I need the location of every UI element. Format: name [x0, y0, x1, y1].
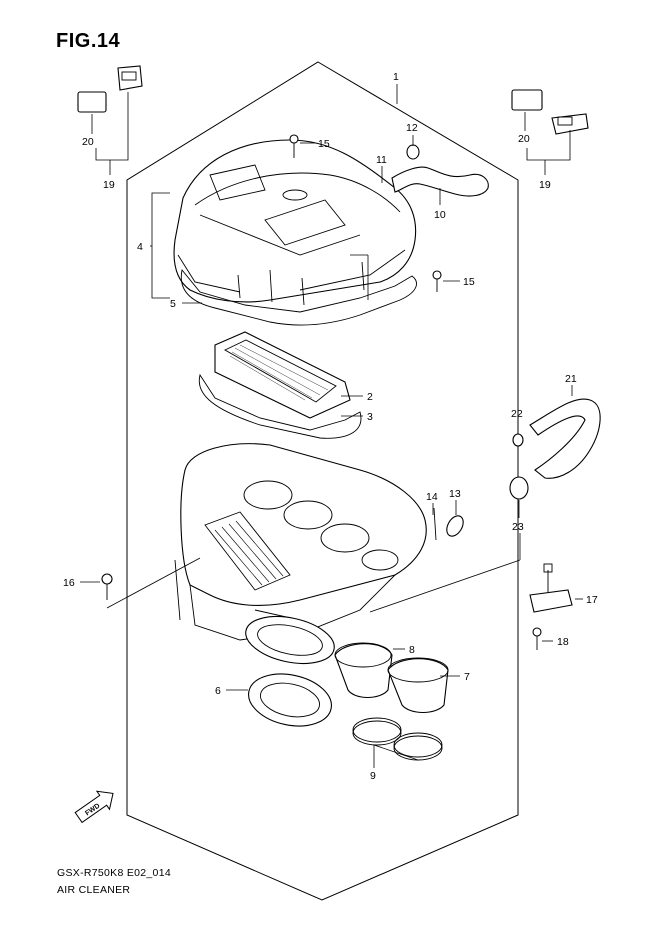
callout-12: 12: [406, 122, 418, 134]
pipe-14: [433, 507, 437, 541]
screw-15-top: [289, 134, 299, 158]
callout-23: 23: [512, 521, 524, 533]
intake-funnels: [334, 642, 449, 714]
callout-7: 7: [464, 671, 470, 683]
air-filter-element: [198, 331, 362, 439]
sensor-left: [77, 65, 143, 113]
cover-gasket: [180, 268, 417, 326]
callout-10: 10: [434, 209, 446, 221]
callout-5: 5: [170, 298, 176, 310]
intake-boot-ring: [245, 615, 335, 727]
callout-17: 17: [586, 594, 598, 606]
callout-16: 16: [63, 577, 75, 589]
drain-plug-17: [529, 563, 573, 613]
callout-numbers: 1 2 3 4 5 6 7 8 9 10 11 12 13 14 15 15 1…: [63, 71, 598, 782]
bolt-18: [532, 627, 542, 650]
leader-lines: [80, 84, 583, 768]
clamp-12: [406, 144, 420, 160]
figure-name: AIR CLEANER: [57, 884, 131, 896]
assembly-boundary: [126, 61, 519, 901]
callout-4: 4: [137, 241, 143, 253]
callout-6: 6: [215, 685, 221, 697]
funnel-clamps: [352, 717, 443, 761]
cap-13: [446, 515, 464, 537]
fwd-arrow-icon: FWD: [74, 790, 114, 824]
callout-19-right: 19: [539, 179, 551, 191]
callout-8: 8: [409, 644, 415, 656]
callout-18: 18: [557, 636, 569, 648]
drain-hose-clamp: [509, 476, 529, 500]
bolt-16: [101, 573, 113, 600]
air-cleaner-case: [174, 443, 427, 641]
figure-title: FIG.14: [56, 30, 121, 52]
callout-13: 13: [449, 488, 461, 500]
callout-2: 2: [367, 391, 373, 403]
callout-11: 11: [376, 154, 387, 166]
callout-1: 1: [393, 71, 399, 83]
callout-15-top: 15: [318, 138, 330, 150]
callout-15-right: 15: [463, 276, 475, 288]
callout-22: 22: [511, 408, 523, 420]
drain-hose: [529, 398, 601, 479]
callout-21: 21: [565, 373, 577, 385]
breather-hose: [391, 166, 489, 197]
callout-14: 14: [426, 491, 438, 503]
callout-20-right: 20: [518, 133, 530, 145]
clamp-22: [512, 433, 524, 447]
callout-9: 9: [370, 770, 376, 782]
model-code: GSX-R750K8 E02_014: [57, 867, 171, 879]
sensor-right: [511, 89, 589, 135]
callout-19-left: 19: [103, 179, 115, 191]
callout-3: 3: [367, 411, 373, 423]
screw-15-right: [432, 270, 442, 292]
air-cleaner-cover: [173, 139, 417, 306]
callout-20-left: 20: [82, 136, 94, 148]
